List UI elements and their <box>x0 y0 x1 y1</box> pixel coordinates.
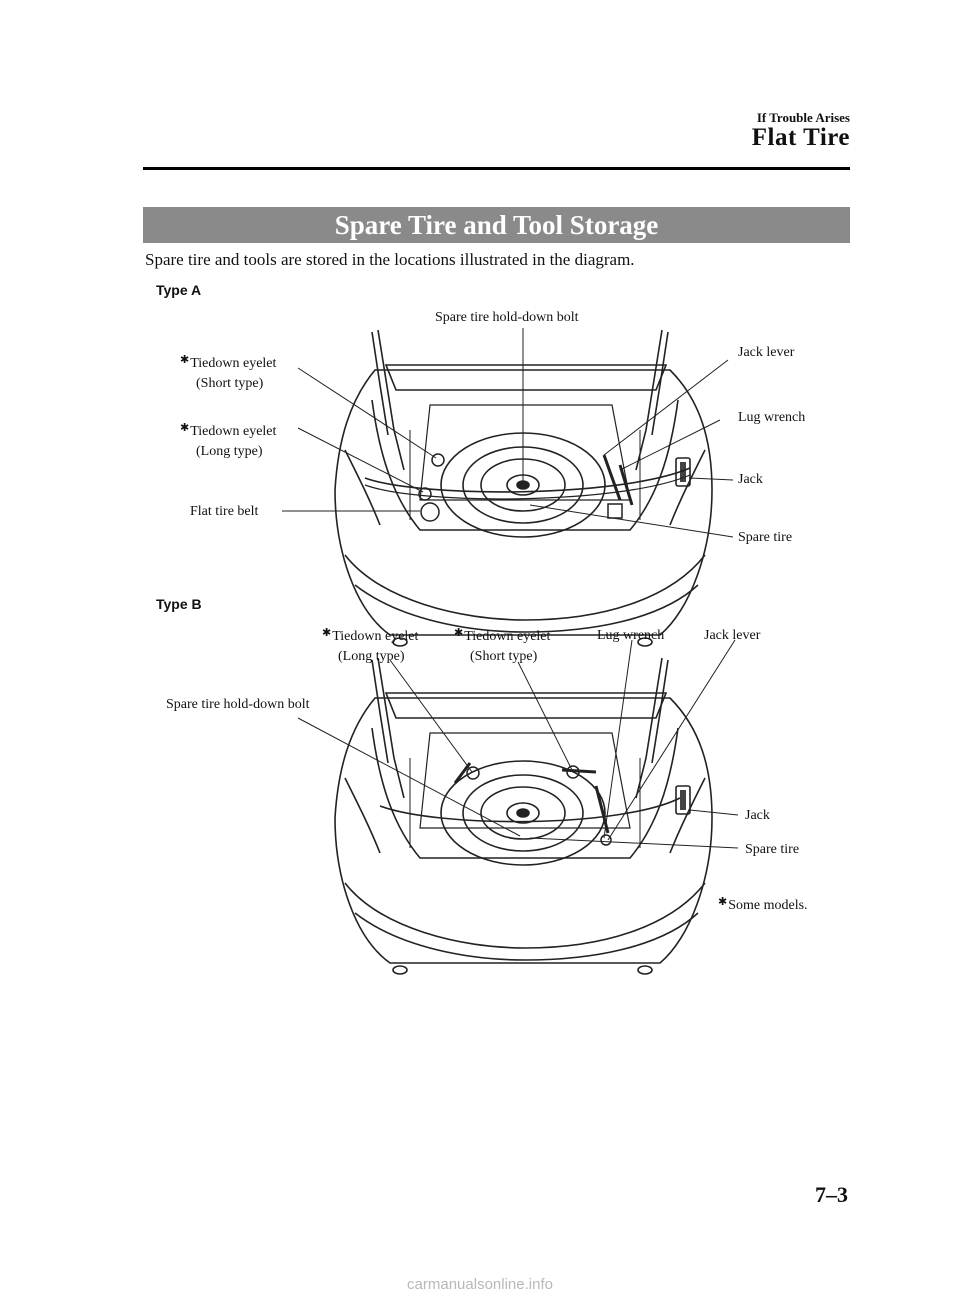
type-b-label: Type B <box>156 596 202 612</box>
b-tiedown-long-label: ✱Tiedown eyelet (Long type) <box>322 627 419 664</box>
section-title: Flat Tire <box>751 124 850 151</box>
b-jack-lever-label: Jack lever <box>704 628 761 643</box>
header-rule <box>143 167 850 170</box>
b-jack-label: Jack <box>745 808 770 823</box>
a-tiedown-short-label: ✱Tiedown eyelet (Short type) <box>180 354 277 391</box>
asterisk-icon: ✱ <box>180 422 190 434</box>
b-spare-tire-label: Spare tire <box>745 842 800 857</box>
type-b-trunk-drawing <box>334 657 713 975</box>
b-hold-down-bolt-label: Spare tire hold-down bolt <box>166 697 310 712</box>
a-jack-label: Jack <box>738 472 763 487</box>
section-banner: Spare Tire and Tool Storage <box>143 207 850 243</box>
type-a-leaders <box>282 328 734 538</box>
a-jack-lever-label: Jack lever <box>738 345 795 360</box>
asterisk-icon: ✱ <box>180 354 190 366</box>
a-hold-down-bolt-label: Spare tire hold-down bolt <box>435 310 579 325</box>
type-b-leaders <box>297 639 739 849</box>
watermark: carmanualsonline.info <box>407 1276 553 1293</box>
asterisk-icon: ✱ <box>718 896 728 908</box>
a-flat-tire-belt-label: Flat tire belt <box>190 504 259 519</box>
b-tiedown-short-label: ✱Tiedown eyelet (Short type) <box>454 627 551 664</box>
a-spare-tire-label: Spare tire <box>738 530 793 545</box>
a-lug-wrench-label: Lug wrench <box>738 410 806 425</box>
chapter-title: If Trouble Arises <box>756 110 850 125</box>
footnote: ✱Some models. <box>718 896 808 913</box>
asterisk-icon: ✱ <box>454 627 464 639</box>
page-number: 7–3 <box>815 1182 848 1207</box>
a-tiedown-long-label: ✱Tiedown eyelet (Long type) <box>180 422 277 459</box>
type-a-label: Type A <box>156 282 202 298</box>
b-lug-wrench-label: Lug wrench <box>597 628 665 643</box>
asterisk-icon: ✱ <box>322 627 332 639</box>
intro-text: Spare tire and tools are stored in the l… <box>145 250 635 269</box>
